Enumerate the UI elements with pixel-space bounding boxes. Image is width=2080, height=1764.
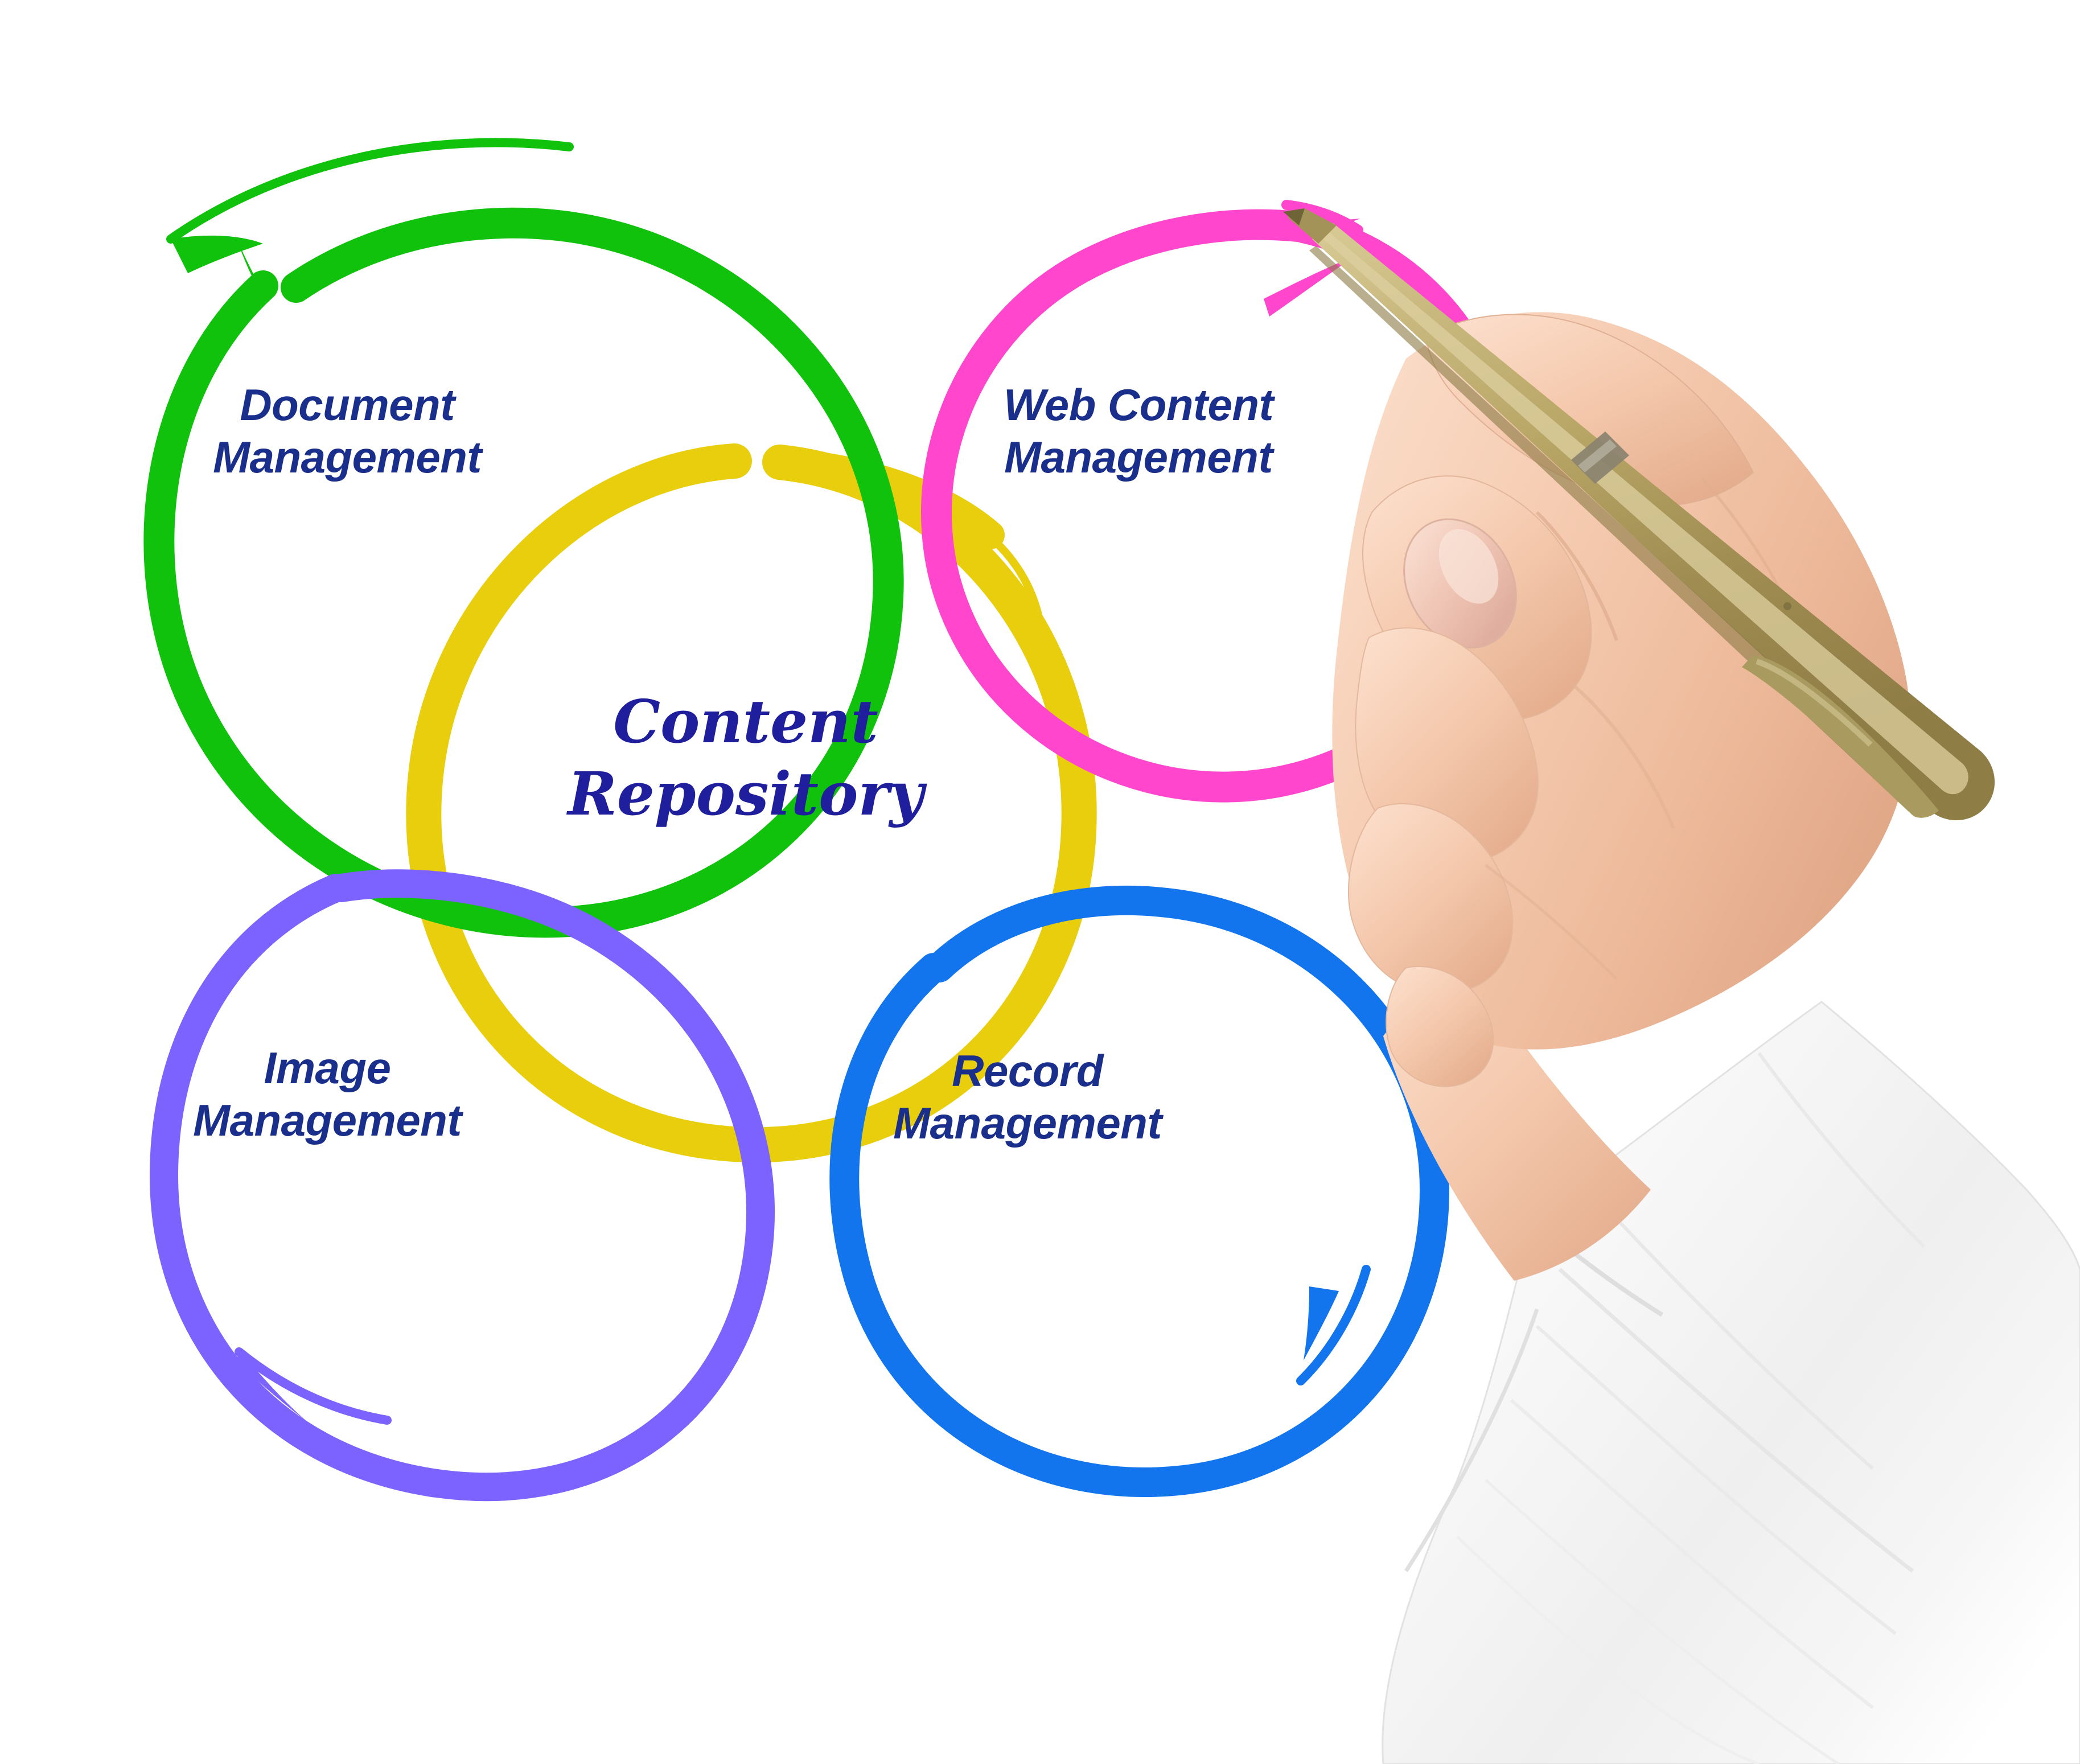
circle-record-management: [829, 885, 1450, 1497]
hand-with-pen: [1283, 208, 2080, 1764]
label-content-repository: Content Repository: [568, 686, 924, 829]
circle-content-repository: [406, 443, 1097, 1163]
pen: [1283, 208, 1995, 820]
label-web-content-management: Web Content Management: [1003, 380, 1274, 483]
label-record-management: Record Management: [893, 1046, 1162, 1149]
label-document-management: Document Management: [213, 380, 482, 483]
circle-image-management: [149, 869, 775, 1502]
circle-document-management: [143, 138, 904, 938]
label-image-management: Image Management: [193, 1043, 462, 1146]
hand: [1332, 312, 1910, 1087]
